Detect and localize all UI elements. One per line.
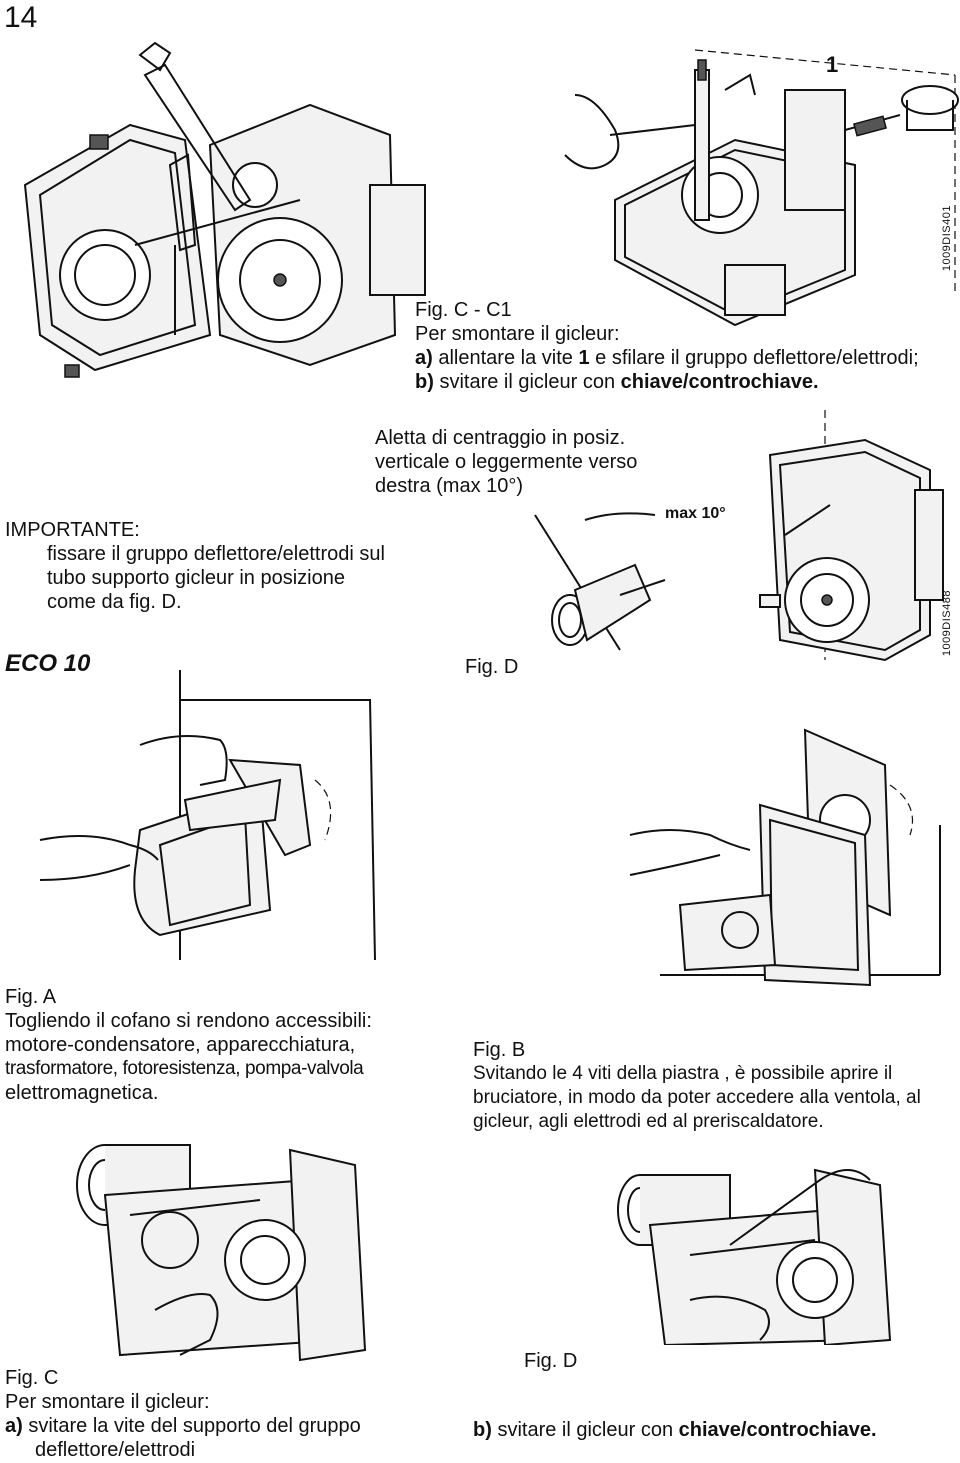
deflector-angle-illustration: [525, 500, 685, 660]
burner-deflector-illustration: [555, 35, 960, 335]
aletta-line-1: Aletta di centraggio in posiz.: [375, 427, 626, 449]
importante-line-2: tubo supporto gicleur in posizione: [47, 567, 345, 589]
step-a-text-2: e sfilare il gruppo deflettore/elettrodi…: [595, 347, 919, 369]
step-b-label: b): [415, 371, 434, 393]
fig-d-top-title: Fig. D: [465, 656, 519, 678]
fig-c-step-a-line-2: deflettore/elettrodi: [35, 1439, 196, 1461]
fig-a-title: Fig. A: [5, 986, 57, 1008]
page-number: 14: [4, 1, 38, 34]
burner-wrench-illustration: [10, 35, 430, 380]
importante-body: fissare il gruppo deflettore/elettrodi s…: [5, 542, 445, 614]
fig-c-c1-step-b: b) svitare il gicleur con chiave/controc…: [415, 370, 960, 394]
fig-d-bottom-title: Fig. D: [524, 1350, 578, 1372]
fig-c-step-a: a) svitare la vite del supporto del grup…: [5, 1414, 425, 1438]
fig-c-c1-title: Fig. C - C1: [415, 299, 512, 321]
fig-a-line-1: Togliendo il cofano si rendono accessibi…: [5, 1010, 372, 1032]
burner-open-illustration-top: [745, 410, 955, 665]
step-a-number: 1: [578, 347, 590, 369]
cover-removal-illustration: [30, 670, 400, 970]
fig-a-line-2: motore-condensatore, apparecchiatura,: [5, 1034, 356, 1056]
nozzle-support-illustration: [60, 1140, 370, 1365]
step-b-bold: chiave/controchiave.: [620, 371, 819, 393]
fig-d-step-b-text: svitare il gicleur con: [497, 1419, 674, 1441]
step-a-label: a): [415, 347, 433, 369]
drawing-code-top: 1009DIS401: [941, 205, 953, 272]
eco-10-label: ECO 10: [5, 650, 91, 677]
nozzle-wrench-illustration: [600, 1140, 900, 1345]
step-a-text-1: allentare la vite: [438, 347, 573, 369]
fig-c-title: Fig. C: [5, 1367, 59, 1389]
burner-opening-illustration: [620, 725, 960, 1010]
importante-line-3: come da fig. D.: [47, 591, 182, 613]
aletta-note: Aletta di centraggio in posiz. verticale…: [375, 426, 705, 498]
fig-c-step-a-label: a): [5, 1415, 23, 1437]
fig-b-line-3: gicleur, agli elettrodi ed al preriscald…: [473, 1111, 824, 1132]
fig-d-bottom-step-b: b) svitare il gicleur con chiave/controc…: [473, 1418, 953, 1442]
fig-c-c1-caption: Fig. C - C1 Per smontare il gicleur: a) …: [415, 298, 960, 394]
step-b-text: svitare il gicleur con: [439, 371, 616, 393]
fig-c-step-a-line-1: svitare la vite del supporto del gruppo: [28, 1415, 361, 1437]
fig-c-intro: Per smontare il gicleur:: [5, 1391, 210, 1413]
fig-c-caption: Fig. C Per smontare il gicleur: a) svita…: [5, 1366, 425, 1462]
max-angle-label: max 10°: [665, 505, 726, 522]
fig-a-caption: Fig. A Togliendo il cofano si rendono ac…: [5, 985, 405, 1105]
fig-c-c1-step-a: a) allentare la vite 1 e sfilare il grup…: [415, 346, 960, 370]
fig-b-line-1: Svitando le 4 viti della piastra , è pos…: [473, 1063, 893, 1084]
drawing-code-middle: 1009DIS488: [941, 590, 953, 657]
aletta-line-3: destra (max 10°): [375, 475, 524, 497]
fig-b-caption: Fig. B Svitando le 4 viti della piastra …: [473, 1038, 960, 1134]
fig-c-c1-intro: Per smontare il gicleur:: [415, 323, 620, 345]
fig-b-line-2: bruciatore, in modo da poter accedere al…: [473, 1087, 921, 1108]
callout-number-1: 1: [826, 52, 839, 77]
fig-b-title: Fig. B: [473, 1039, 526, 1061]
fig-a-line-4: elettromagnetica.: [5, 1082, 159, 1104]
fig-d-step-b-bold: chiave/controchiave.: [678, 1419, 877, 1441]
importante-heading: IMPORTANTE:: [5, 519, 140, 541]
fig-a-line-3: trasformatore, fotoresistenza, pompa-val…: [5, 1058, 364, 1079]
importante-note: IMPORTANTE: fissare il gruppo deflettore…: [5, 518, 445, 614]
fig-d-step-b-label: b): [473, 1419, 492, 1441]
importante-line-1: fissare il gruppo deflettore/elettrodi s…: [47, 543, 385, 565]
aletta-line-2: verticale o leggermente verso: [375, 451, 638, 473]
